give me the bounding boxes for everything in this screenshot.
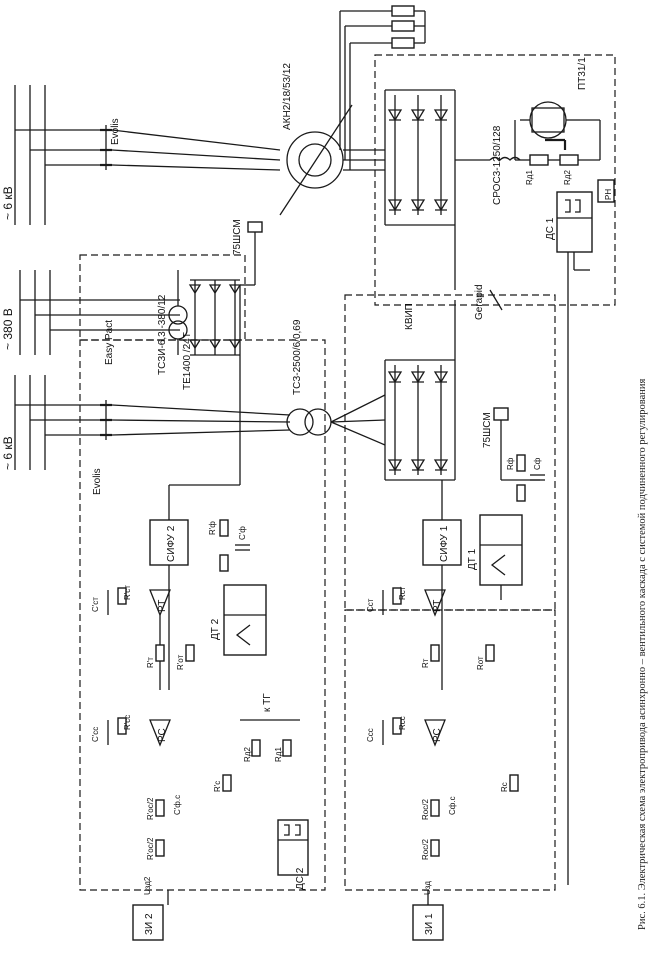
- label-u-zi2: Uзд2: [143, 876, 152, 895]
- label-ds2: ДС 2: [295, 867, 306, 890]
- label-transformer-aux: ТСЗИ-6,3 -380/12: [157, 294, 168, 375]
- label-rd1-top: Rд1: [525, 170, 534, 185]
- sensor-ds1: [556, 191, 593, 885]
- label-rn: РН: [604, 189, 613, 200]
- motor-pt: [374, 54, 616, 306]
- bus-380v: [19, 270, 100, 355]
- sensor-dt1: [479, 514, 523, 600]
- sensor-dt2: [219, 519, 267, 656]
- label-rd2p: Rд2: [243, 747, 252, 762]
- label-rct2: R'ст: [123, 585, 132, 600]
- label-evolis-top: Evolis: [110, 118, 121, 145]
- filter-bottom: [516, 454, 545, 502]
- label-rph2: R'ф: [208, 521, 217, 535]
- label-kv-bottom: ~ 6 кВ: [1, 436, 15, 470]
- label-rc-res: Rс: [500, 782, 509, 792]
- label-rt2-res: R'т: [146, 657, 155, 668]
- rotor-resistors: [339, 5, 426, 170]
- block-sifu2: [149, 484, 240, 690]
- label-sifu2: СИФУ 2: [166, 525, 177, 562]
- label-rct: Rст: [398, 586, 407, 600]
- label-rc2-res: R'с: [213, 781, 222, 792]
- label-main-transformer: ТСЗ-2500/6/0,69: [292, 319, 303, 395]
- figure-caption: Рис. 6.1. Электрическая схема электропри…: [637, 379, 648, 930]
- label-cpc: Сф.с: [448, 796, 457, 815]
- label-zi1: ЗИ 1: [424, 913, 435, 935]
- label-kvip: КВИП: [404, 303, 415, 330]
- label-rd2-top: Rд2: [563, 170, 572, 185]
- label-roc2: Rос/2: [421, 799, 430, 820]
- label-kv-top: ~ 6 кВ: [1, 186, 15, 220]
- aux-transformer: [79, 254, 246, 356]
- label-rot2: R'от: [176, 654, 185, 670]
- label-380v: ~ 380 В: [1, 308, 15, 350]
- reactor-sros: [455, 156, 521, 161]
- label-u-zi1: Uзд: [423, 881, 432, 895]
- label-rcc: Rсс: [398, 716, 407, 730]
- breaker-evolis-bottom: [100, 400, 291, 440]
- label-rph: Rф: [506, 457, 515, 470]
- label-ds1: ДС 1: [545, 217, 556, 240]
- regulator-rc2: [107, 717, 232, 857]
- label-dt2: ДТ 2: [210, 618, 221, 640]
- label-sifu1: СИФУ 1: [439, 525, 450, 562]
- label-zi2: ЗИ 2: [144, 913, 155, 935]
- label-cph: Сф: [533, 457, 542, 470]
- label-k-tg: к ТГ: [262, 693, 273, 712]
- regulator-rt2: [107, 587, 195, 690]
- shunt-top: [239, 221, 263, 485]
- sensor-ds2: [240, 719, 309, 876]
- label-rc1: РС: [432, 728, 443, 742]
- label-rot: Rот: [476, 656, 485, 670]
- breaker-easy-pact: [100, 299, 180, 331]
- label-roc2-b: Rос/2: [421, 839, 430, 860]
- label-pt: ПТ31/1: [577, 57, 588, 90]
- block-sifu1: [422, 480, 462, 690]
- bus-6kv-top: [14, 85, 100, 225]
- bus-6kv-bottom: [14, 375, 100, 470]
- motor-akn: [279, 104, 385, 216]
- rotor-bridge: [384, 89, 456, 226]
- label-ccc2: С'сс: [91, 727, 100, 742]
- label-sros: СРОС3-1250/128: [492, 125, 503, 205]
- label-roc2p-b: R'ос/2: [146, 837, 155, 860]
- label-rt2: РТ: [157, 600, 168, 612]
- label-shunt-bottom: 75ШСМ: [482, 412, 493, 448]
- label-cct: Сст: [366, 598, 375, 612]
- label-cph2: С'ф: [238, 526, 247, 540]
- label-dt1: ДТ 1: [467, 548, 478, 570]
- label-shunt-top: 75ШСМ: [232, 219, 243, 255]
- shunt-bottom: [493, 407, 540, 481]
- main-transformer: [286, 394, 386, 446]
- label-rc2: РС: [157, 728, 168, 742]
- label-roc2p: R'ос/2: [146, 797, 155, 820]
- label-rt-res: Rт: [421, 658, 430, 668]
- label-cpc2: С'ф.с: [173, 795, 182, 815]
- label-easy-pact: Easy Pact: [104, 320, 115, 365]
- label-ccc: Ссс: [366, 728, 375, 742]
- labels: ~ 6 кВ Evolis ~ 380 В Easy Pact ТСЗИ-6,3…: [1, 57, 648, 935]
- label-cct2: С'ст: [91, 597, 100, 612]
- label-te1400: TE1400 /24T: [182, 332, 193, 390]
- label-evolis-bottom: Evolis: [92, 468, 103, 495]
- label-gerapid: Gerapid: [474, 284, 485, 320]
- regulator-rc1: [382, 717, 519, 857]
- block-zi2: [132, 904, 164, 941]
- label-rcc2: R'сс: [123, 715, 132, 730]
- control-frames: [79, 339, 556, 905]
- label-rd1p: Rд1: [274, 747, 283, 762]
- label-akn: АКН2/18/53/12: [282, 63, 293, 130]
- breaker-evolis-top: [100, 125, 281, 171]
- regulator-rt1: [382, 587, 495, 662]
- label-rt1: РТ: [432, 600, 443, 612]
- block-zi1: [412, 904, 444, 941]
